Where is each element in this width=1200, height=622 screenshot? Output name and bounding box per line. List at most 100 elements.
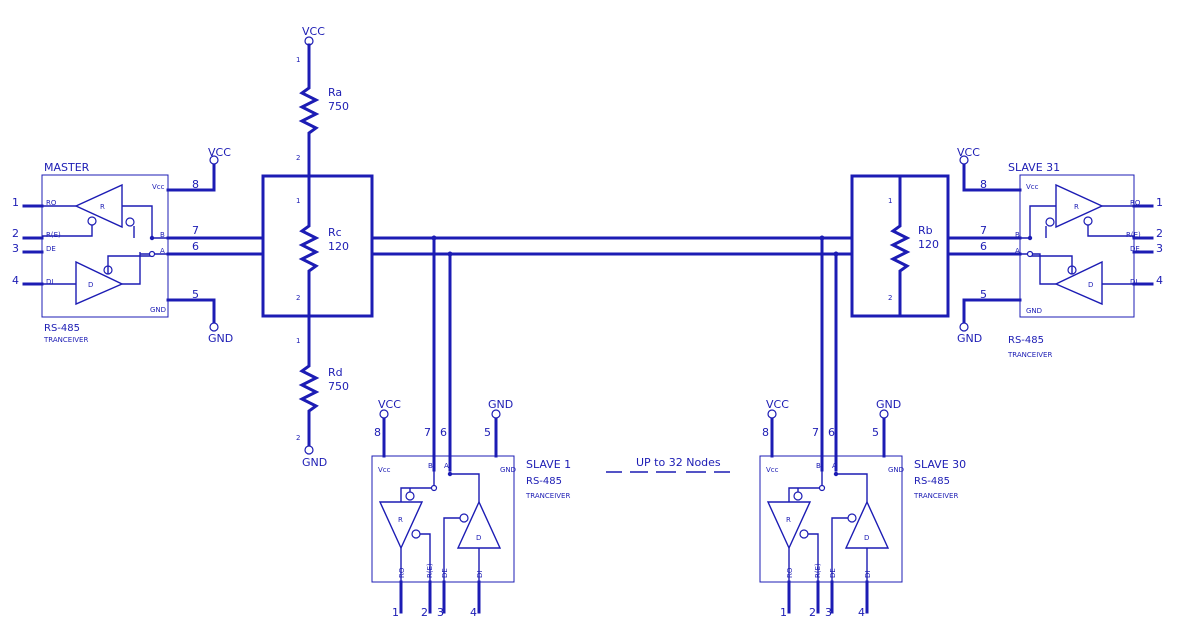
resistor-rc: [298, 174, 320, 318]
slave30-pin-b: B: [816, 462, 821, 470]
slave30-rx-bubble: [793, 491, 803, 501]
slave1-title: SLAVE 1: [526, 458, 571, 471]
slave30-bottom-4: 4: [858, 606, 865, 619]
master-b-node: [149, 235, 155, 241]
slave31-pin-vcc: Vcc: [1026, 183, 1039, 191]
slave31-b-node: [1027, 235, 1033, 241]
rs485-bus: [166, 235, 854, 472]
slave31-ext-pin-lines: [1132, 204, 1154, 286]
slave30-internal-wiring: [788, 470, 868, 582]
master-vcc-terminal: [209, 155, 219, 165]
master-title: MASTER: [44, 161, 90, 174]
slave30-receiver-label: R: [786, 516, 791, 524]
slave30-pin-de: DE: [829, 568, 837, 578]
master-side-5: 5: [192, 288, 199, 301]
slave1-top-7: 7: [424, 426, 431, 439]
master-vcc-wire: [166, 161, 216, 192]
slave30-b-node: [818, 484, 826, 492]
slave31-driver-triangle: [1054, 260, 1103, 306]
slave30-chip-line2: TRANCEIVER: [913, 492, 958, 500]
master-ext-3: 3: [12, 242, 19, 255]
slave31-chip-line2: TRANCEIVER: [1007, 351, 1052, 359]
slave31-ext-1: 1: [1156, 196, 1163, 209]
rb-pin2: 2: [888, 294, 892, 302]
slave30-pin-vcc: Vcc: [766, 466, 779, 474]
rb-name: Rb: [918, 224, 933, 237]
slave1-pin-re: R(E): [426, 563, 434, 578]
slave1-gnd-label: GND: [488, 398, 513, 411]
slave1-b-node: [430, 484, 438, 492]
rb-value: 120: [918, 238, 939, 251]
slave31-vcc-wire: [962, 161, 1022, 192]
slave30-chip-body: [759, 455, 903, 583]
slave31-pin-a: A: [1015, 247, 1020, 255]
slave30-title: SLAVE 30: [914, 458, 966, 471]
slave30-a-node: [833, 471, 839, 477]
slave1-pin-gnd: GND: [500, 466, 516, 474]
slave1-bottom-2: 2: [421, 606, 428, 619]
rc-pin1: 1: [296, 197, 300, 205]
resistor-rb: [889, 174, 911, 318]
nodes-note: UP to 32 Nodes: [606, 456, 730, 473]
left-termination: VCC Ra 750 1 2 Rc 120 1 2 Rd 750 1 2 GND: [261, 25, 374, 469]
slave1-top-8: 8: [374, 426, 381, 439]
slave30-bottom-1: 1: [780, 606, 787, 619]
slave1-drop-lines: [432, 236, 452, 472]
slave30-top-8: 8: [762, 426, 769, 439]
slave1-de-bubble: [459, 513, 469, 523]
slave31-re-bubble: [1083, 216, 1093, 226]
slave30-bottom-pin-lines: [787, 580, 869, 614]
slave30-pin-gnd: GND: [888, 466, 904, 474]
rd-pin1: 1: [296, 337, 300, 345]
slave1-rx-bubble: [405, 491, 415, 501]
master-ext-pin-lines: [22, 204, 44, 286]
resistor-ra: [298, 43, 320, 177]
slave31-rx-bubble: [1045, 217, 1055, 227]
slave31-chip-line1: RS-485: [1008, 335, 1044, 346]
master-gnd-wire: [166, 298, 216, 325]
slave31-driver-label: D: [1088, 281, 1093, 289]
slave31-pin-gnd: GND: [1026, 307, 1042, 315]
slave1-transceiver: SLAVE 1 RS-485 TRANCEIVER VCC GND 8 7 6 …: [371, 398, 571, 619]
slave31-gnd-wire: [962, 298, 1022, 325]
master-ext-2: 2: [12, 227, 19, 240]
master-rx-bubble: [125, 217, 135, 227]
rc-value: 120: [328, 240, 349, 253]
slave30-gnd-terminal: [879, 409, 889, 419]
slave1-top-5: 5: [484, 426, 491, 439]
bottom-gnd-label: GND: [302, 456, 327, 469]
master-pin-ro: RO: [46, 199, 57, 207]
ra-pin1: 1: [296, 56, 300, 64]
slave1-bottom-4: 4: [470, 606, 477, 619]
master-side-8: 8: [192, 178, 199, 191]
slave1-chip-line1: RS-485: [526, 476, 562, 487]
slave30-drop-lines: [820, 236, 838, 472]
master-pin-a: A: [160, 247, 165, 255]
rd-pin2: 2: [296, 434, 300, 442]
master-pin-b: B: [160, 231, 165, 239]
master-pin-di: DI: [46, 278, 53, 286]
slave30-bottom-3: 3: [825, 606, 832, 619]
slave31-vcc-terminal: [959, 155, 969, 165]
master-vcc-label: VCC: [208, 146, 231, 159]
slave31-a-node: [1026, 250, 1034, 258]
master-ext-4: 4: [12, 274, 19, 287]
master-a-node: [148, 250, 156, 258]
slave31-pin-re: R(E): [1126, 231, 1141, 239]
master-pin-re: R(E): [46, 231, 61, 239]
slave31-side-7: 7: [980, 224, 987, 237]
slave30-top-5: 5: [872, 426, 879, 439]
slave1-gnd-terminal: [491, 409, 501, 419]
bottom-gnd-terminal: [304, 445, 314, 455]
slave31-pin-b: B: [1015, 231, 1020, 239]
master-internal-wiring: [42, 205, 175, 285]
top-vcc-label: VCC: [302, 25, 325, 38]
slave1-re-bubble: [411, 529, 421, 539]
slave30-transceiver: SLAVE 30 RS-485 TRANCEIVER VCC GND 8 7 6…: [759, 398, 966, 619]
master-ext-1: 1: [12, 196, 19, 209]
slave31-ext-2: 2: [1156, 227, 1163, 240]
rc-name: Rc: [328, 226, 342, 239]
slave1-internal-wiring: [400, 470, 480, 582]
slave30-bottom-2: 2: [809, 606, 816, 619]
